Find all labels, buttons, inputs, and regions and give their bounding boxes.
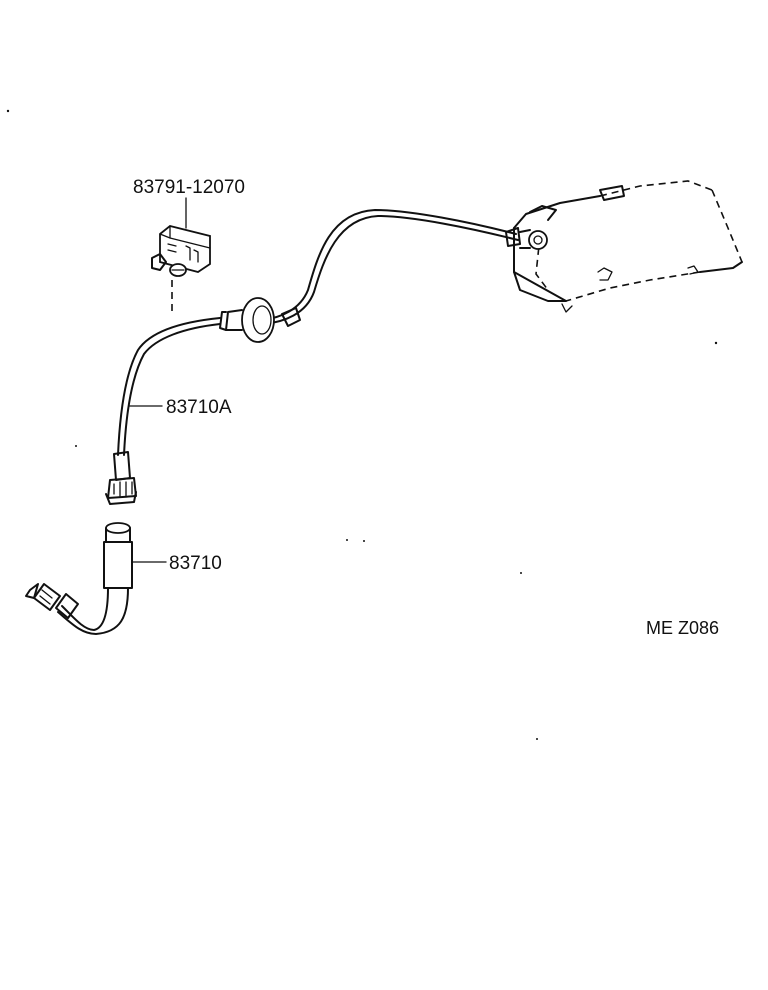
leader-lines [129, 197, 187, 563]
figure-code: ME Z086 [646, 618, 719, 638]
label-upper-cable-number: 83710A [166, 397, 232, 418]
meter-assembly [513, 180, 743, 313]
label-lower-cable-number: 83710 [169, 553, 222, 574]
scan-specks [6, 109, 718, 740]
lower-cable [25, 522, 133, 635]
label-sensor-number: 83791-12070 [133, 177, 245, 198]
upper-cable [105, 209, 548, 505]
sensor-part [151, 225, 211, 277]
